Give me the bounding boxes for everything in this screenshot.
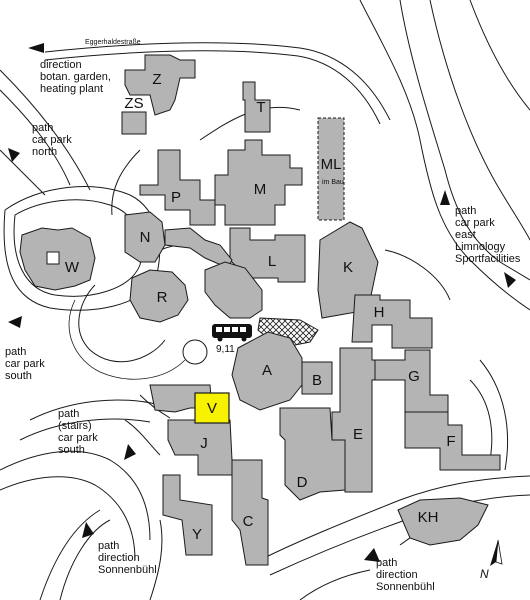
note-east-3: east [455,229,476,241]
note-north-1: path [32,122,53,134]
ml-sublabel: im Bau [322,179,344,186]
note-stairs-1: path [58,408,79,420]
compass-label: N [480,567,489,581]
label-B: B [312,372,322,389]
note-sonnen-left-3: Sonnenbühl [98,564,157,576]
building-KH[interactable] [397,497,489,546]
note-stairs-4: south [58,444,85,456]
label-ZS: ZS [124,95,143,112]
direction-arrows [8,43,516,562]
compass-north-icon: N [480,539,503,581]
building-D[interactable] [279,407,346,501]
building-mid [204,261,263,319]
bus-lines-label: 9,11 [216,344,235,355]
building-connector [164,227,233,269]
arrow-north-icon [8,148,20,162]
building-T[interactable] [242,81,271,133]
arrow-sonnen-right-icon [364,548,380,562]
label-Y: Y [192,526,202,543]
building-K[interactable] [317,221,379,319]
building-Y[interactable] [162,474,213,556]
arrow-sonnen-left-icon [82,522,94,538]
label-F: F [446,433,455,450]
arrow-south-icon [8,316,22,328]
label-E: E [353,426,363,443]
building-labels: Z ZS T ML M P N W L K R H A B G V E F J … [65,71,456,543]
building-E[interactable] [331,347,376,493]
bus-icon [212,324,252,342]
building-N[interactable] [124,211,166,263]
building-Z[interactable] [124,54,196,116]
building-V[interactable] [194,392,230,424]
label-ML: ML [321,156,342,173]
label-R: R [157,289,168,306]
arrow-east-right-icon [504,272,516,288]
building-A[interactable] [231,331,303,411]
note-sonnen-left-1: path [98,540,119,552]
label-T: T [256,99,265,116]
note-east-5: Sportfacilities [455,253,521,265]
arrow-stairs-icon [124,444,136,460]
note-sonnen-right-1: path [376,557,397,569]
label-G: G [408,368,420,385]
building-ZS[interactable] [121,111,147,135]
label-D: D [297,474,308,491]
note-stairs-3: car park [58,432,98,444]
building-R[interactable] [129,269,189,323]
building-W-courtyard [46,251,60,265]
label-N: N [140,229,151,246]
building-P[interactable] [139,149,216,226]
label-K: K [343,259,353,276]
note-south-1: path [5,346,26,358]
label-C: C [243,513,254,530]
building-C[interactable] [231,459,269,566]
note-sonnen-right-3: Sonnenbühl [376,581,435,593]
building-F[interactable] [404,411,501,471]
label-P: P [171,189,181,206]
note-east-1: path [455,205,476,217]
note-botan-3: heating plant [40,83,103,95]
note-sonnen-right-2: direction [376,569,418,581]
label-Z: Z [152,71,161,88]
note-stairs-2: (stairs) [58,420,92,432]
note-east-2: car park [455,217,495,229]
note-botan-1: direction [40,59,82,71]
note-north-2: car park [32,134,72,146]
buildings [19,54,501,566]
note-south-2: car park [5,358,45,370]
building-G[interactable] [374,349,449,413]
note-east-4: Limnology [455,241,506,253]
label-V: V [207,400,217,417]
note-sonnen-left-2: direction [98,552,140,564]
street-label: Eggerhaldestraße [85,39,141,46]
label-A: A [262,362,272,379]
label-L: L [268,253,276,270]
label-J: J [200,435,208,452]
building-H[interactable] [351,294,433,349]
building-B[interactable] [301,361,333,395]
label-W: W [65,259,80,276]
label-KH: KH [418,509,439,526]
arrow-botan-icon [28,43,44,53]
building-ML[interactable] [317,117,345,221]
note-south-3: south [5,370,32,382]
label-H: H [374,304,385,321]
note-botan-2: botan. garden, [40,71,111,83]
arrow-east-up-icon [440,190,450,205]
label-M: M [254,181,267,198]
note-north-3: north [32,146,57,158]
